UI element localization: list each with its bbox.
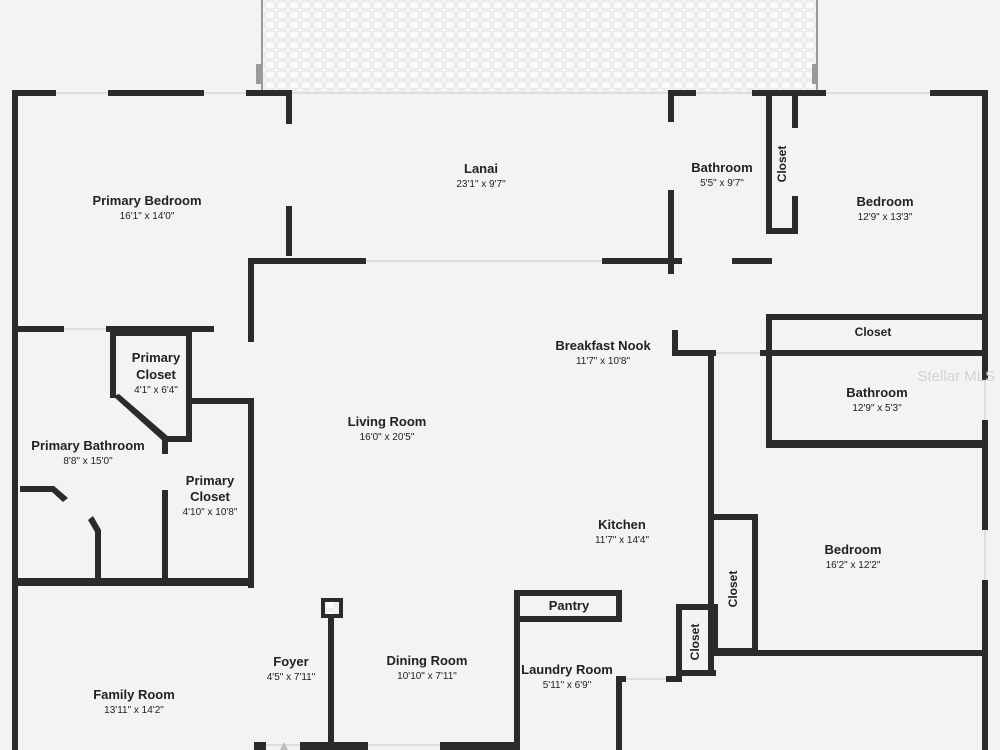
closet-label-horizontal: Closet (855, 325, 892, 339)
patio-post (256, 64, 262, 84)
room-name-primary-bathroom: Primary Bathroom (31, 438, 144, 453)
entry-door-marker (280, 742, 288, 750)
room-dim-living-room: 16'0" x 20'5" (360, 432, 415, 443)
room-dim-bathroom-top: 5'5" x 9'7" (700, 178, 744, 189)
room-dim-primary-closet-2: 4'10" x 10'8" (183, 507, 238, 518)
room-name-primary-bedroom: Primary Bedroom (92, 193, 201, 208)
closet-label-top: Closet (775, 146, 789, 183)
room-dim-primary-bedroom: 16'1" x 14'0" (120, 211, 175, 222)
walls (12, 90, 988, 750)
room-name-primary-closet-2-line1: Primary (186, 473, 235, 488)
room-name-living-room: Living Room (348, 414, 427, 429)
room-name-bedroom-right: Bedroom (824, 542, 881, 557)
paver-patio (262, 0, 817, 92)
room-name-bathroom-top: Bathroom (691, 160, 752, 175)
room-name-primary-closet-2-line2: Closet (190, 489, 230, 504)
room-name-laundry-room: Laundry Room (521, 662, 613, 677)
patio-post (812, 64, 818, 84)
room-name-dining-room: Dining Room (387, 653, 468, 668)
closet-label-kitchen: Closet (688, 624, 702, 661)
room-labels: Lanai 23'1" x 9'7" Primary Bedroom 16'1"… (31, 146, 913, 716)
room-dim-bathroom-right: 12'9" x 5'3" (852, 403, 902, 414)
room-name-lanai: Lanai (464, 161, 498, 176)
floor-area (14, 92, 1000, 750)
room-name-breakfast-nook: Breakfast Nook (555, 338, 651, 353)
room-dim-kitchen: 11'7" x 14'4" (595, 535, 650, 546)
room-name-bedroom-top: Bedroom (856, 194, 913, 209)
room-name-pantry: Pantry (549, 598, 590, 613)
room-dim-bedroom-top: 12'9" x 13'3" (858, 212, 913, 223)
room-dim-laundry-room: 5'11" x 6'9" (543, 680, 592, 691)
room-name-family-room: Family Room (93, 687, 175, 702)
room-name-primary-closet-1-line2: Closet (136, 367, 176, 382)
watermark: Stellar MLS (917, 368, 995, 385)
room-name-primary-closet-1-line1: Primary (132, 350, 181, 365)
room-dim-lanai: 23'1" x 9'7" (456, 179, 506, 190)
room-dim-breakfast-nook: 11'7" x 10'8" (576, 356, 631, 367)
closet-label-bedroom: Closet (726, 571, 740, 608)
room-dim-primary-bathroom: 8'8" x 15'0" (63, 456, 113, 467)
room-name-bathroom-right: Bathroom (846, 385, 907, 400)
room-dim-family-room: 13'11" x 14'2" (104, 705, 164, 716)
room-name-kitchen: Kitchen (598, 517, 646, 532)
room-dim-primary-closet-1: 4'1" x 6'4" (134, 385, 178, 396)
room-dim-foyer: 4'5" x 7'11" (267, 672, 316, 683)
room-dim-bedroom-right: 16'2" x 12'2" (826, 560, 881, 571)
room-name-foyer: Foyer (273, 654, 308, 669)
room-dim-dining-room: 10'10" x 7'11" (397, 671, 457, 682)
